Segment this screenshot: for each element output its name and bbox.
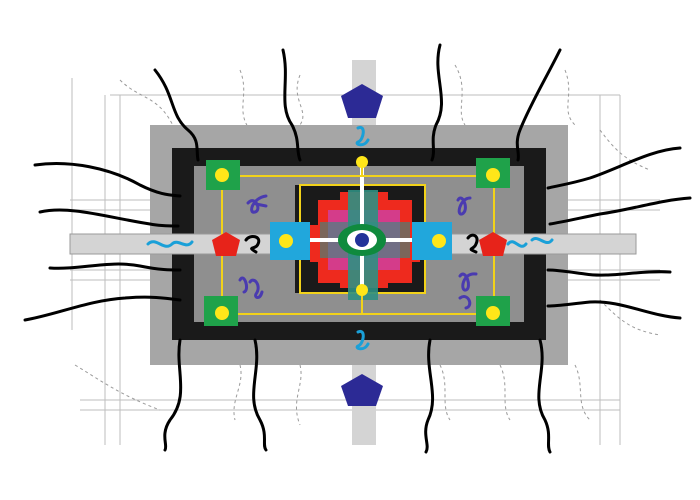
dashed-curves bbox=[74, 64, 661, 426]
pentagon-icon bbox=[341, 84, 383, 118]
squiggle-line-icon bbox=[424, 338, 435, 454]
squiggle-line-icon bbox=[48, 262, 182, 272]
yellow-dot-icon bbox=[486, 306, 500, 320]
squiggle-line-icon bbox=[515, 48, 562, 162]
yellow-dot-icon bbox=[279, 234, 293, 248]
squiggle-line-icon bbox=[546, 300, 682, 320]
squiggle-line-icon bbox=[537, 338, 552, 454]
purple-glyphs bbox=[238, 194, 478, 310]
yellow-dot-icon bbox=[432, 234, 446, 248]
squiggle-line-icon bbox=[33, 162, 182, 198]
purple-glyph-icon bbox=[246, 194, 268, 214]
squiggle-line-icon bbox=[153, 68, 200, 162]
purple-glyph-icon bbox=[238, 276, 264, 299]
squiggle-line-icon bbox=[163, 338, 183, 452]
cyan-glyph-icon bbox=[506, 237, 554, 248]
squiggle-line-icon bbox=[281, 48, 302, 162]
yellow-dots bbox=[215, 156, 500, 320]
pentagon-icon bbox=[479, 232, 507, 256]
purple-glyph-icon bbox=[458, 295, 472, 310]
yellow-dot-icon bbox=[356, 284, 368, 296]
cyan-glyph-icon bbox=[355, 125, 370, 147]
squiggle-line-icon bbox=[252, 338, 268, 452]
squiggle-line-icon bbox=[548, 196, 692, 226]
squiggle-line-icon bbox=[23, 295, 182, 322]
squiggle-line-icon bbox=[546, 146, 682, 190]
black-glyphs bbox=[244, 233, 479, 254]
squiggle-line-icon bbox=[430, 43, 444, 162]
cyan-glyph-icon bbox=[355, 329, 370, 351]
squiggle-line-icon bbox=[38, 208, 180, 228]
cyan-glyph-icon bbox=[146, 240, 194, 248]
yellow-dot-icon bbox=[486, 168, 500, 182]
pentagon-icon bbox=[341, 374, 383, 406]
pentagon-icon bbox=[212, 232, 240, 256]
purple-glyph-icon bbox=[456, 196, 472, 216]
eye-icon bbox=[338, 224, 386, 256]
purple-glyph-icon bbox=[458, 272, 478, 292]
squiggle-line-icon bbox=[546, 268, 672, 277]
squiggle-lines bbox=[23, 43, 692, 454]
yellow-dot-icon bbox=[356, 156, 368, 168]
yellow-dot-icon bbox=[215, 168, 229, 182]
yellow-dot-icon bbox=[215, 306, 229, 320]
cyan-glyphs bbox=[146, 125, 554, 351]
